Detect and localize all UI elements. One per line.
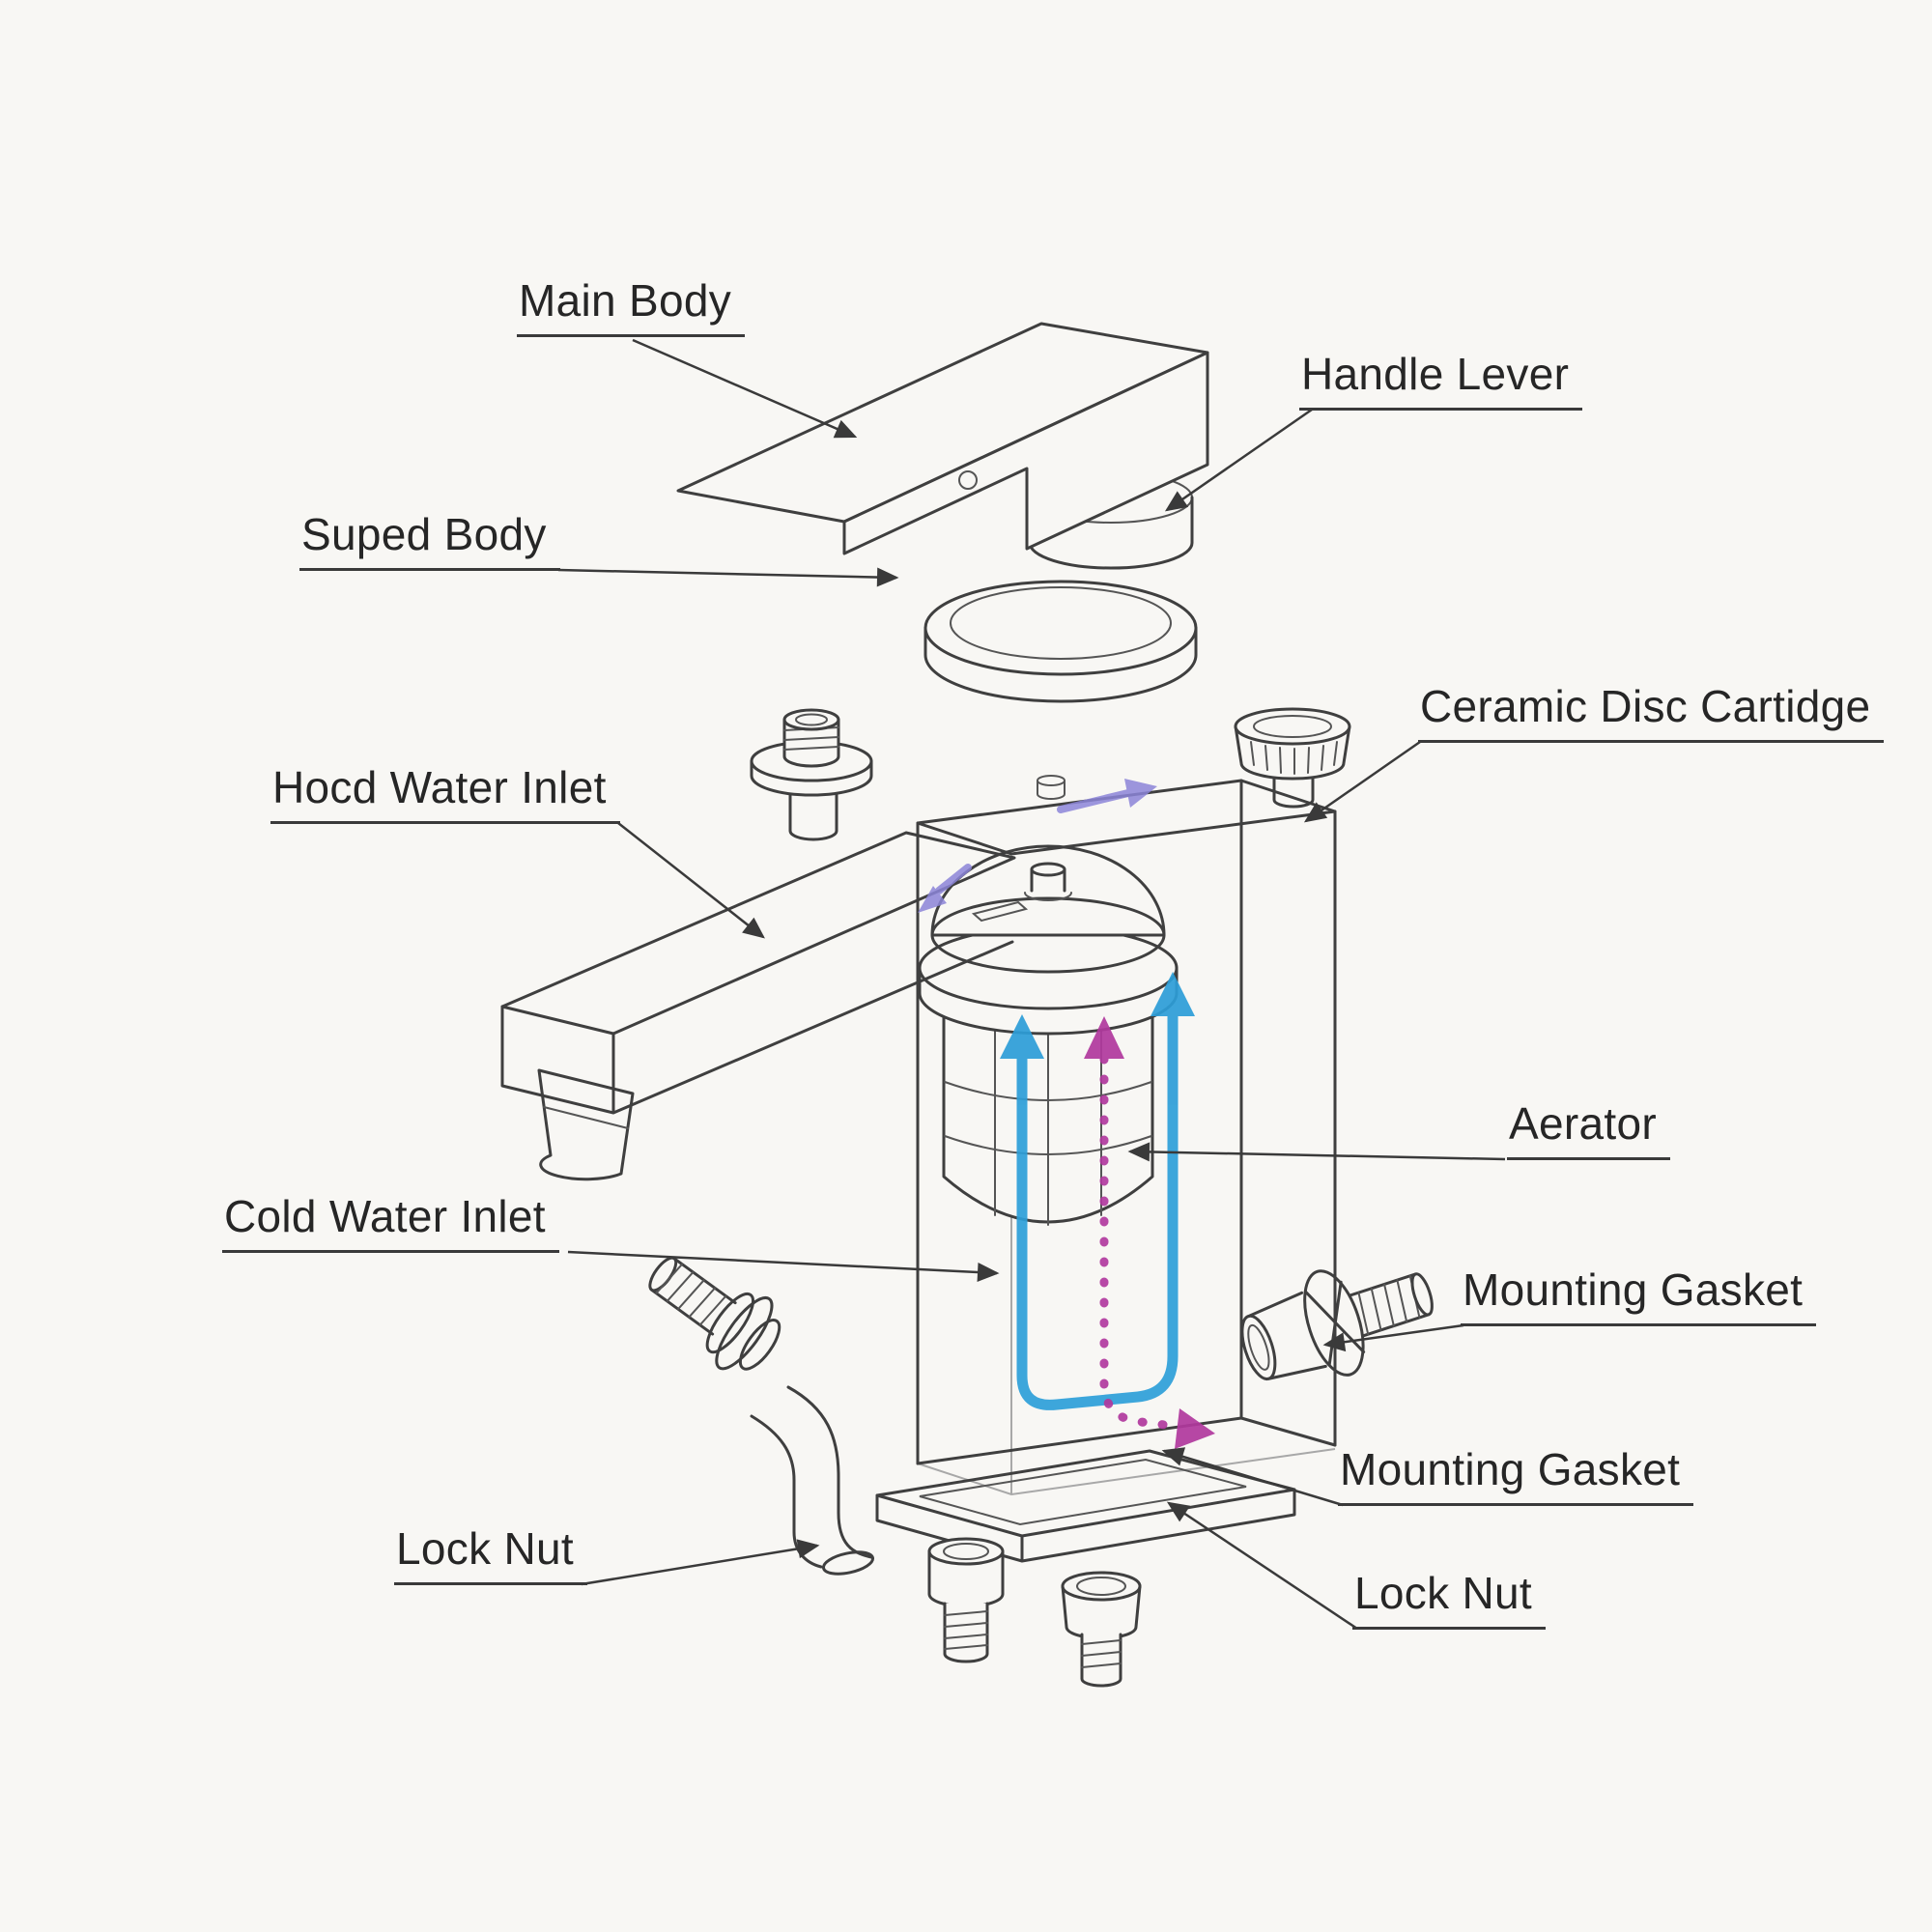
label-handle-lever: Handle Lever: [1299, 348, 1583, 411]
leader-lock-nut-left: [581, 1539, 820, 1586]
leader-aerator: [1127, 1142, 1506, 1162]
lock-nut-bolt-a: [927, 1537, 1005, 1663]
label-aerator: Aerator: [1507, 1097, 1670, 1160]
leader-cold-water-inlet: [567, 1250, 1000, 1282]
cross-valve-part: [1240, 1269, 1434, 1381]
handle-lever-part: [676, 322, 1209, 570]
label-lock-nut-left: Lock Nut: [394, 1522, 587, 1585]
leader-mounting-gasket-right: [1322, 1323, 1464, 1352]
cold-water-flow-arrow: [1000, 972, 1195, 1410]
leader-ceramic-disc-cartridge: [1303, 740, 1421, 823]
leader-handle-lever: [1164, 408, 1313, 512]
label-hot-water-inlet: Hocd Water Inlet: [270, 761, 620, 824]
label-cold-water-inlet: Cold Water Inlet: [222, 1190, 559, 1253]
leader-mounting-gasket-lower: [1161, 1447, 1344, 1507]
cartridge-cap-part: [1234, 707, 1351, 809]
label-suped-body: Suped Body: [299, 508, 560, 571]
label-main-body: Main Body: [517, 274, 746, 337]
hot-water-flow-arrow: [1084, 1016, 1215, 1449]
leader-hot-water-inlet: [617, 822, 765, 939]
inlet-hose-part: [648, 1256, 875, 1576]
flange-bolt-part: [750, 708, 873, 841]
spout-part: [500, 831, 1016, 1181]
cartridge-part: [918, 844, 1179, 1226]
leader-suped-body: [557, 567, 899, 587]
label-ceramic-disc-cartridge: Ceramic Disc Cartidge: [1418, 680, 1885, 743]
dome-ring-part: [923, 580, 1198, 703]
leader-main-body: [632, 338, 858, 439]
label-mounting-gasket-right: Mounting Gasket: [1461, 1264, 1817, 1326]
label-lock-nut-right: Lock Nut: [1352, 1567, 1546, 1630]
label-mounting-gasket-lower: Mounting Gasket: [1338, 1443, 1694, 1506]
leader-lock-nut-right: [1166, 1501, 1358, 1631]
lever-motion-arrows: [918, 779, 1157, 913]
leader-lines: [557, 338, 1506, 1631]
lock-nut-bolt-b: [1061, 1571, 1142, 1688]
